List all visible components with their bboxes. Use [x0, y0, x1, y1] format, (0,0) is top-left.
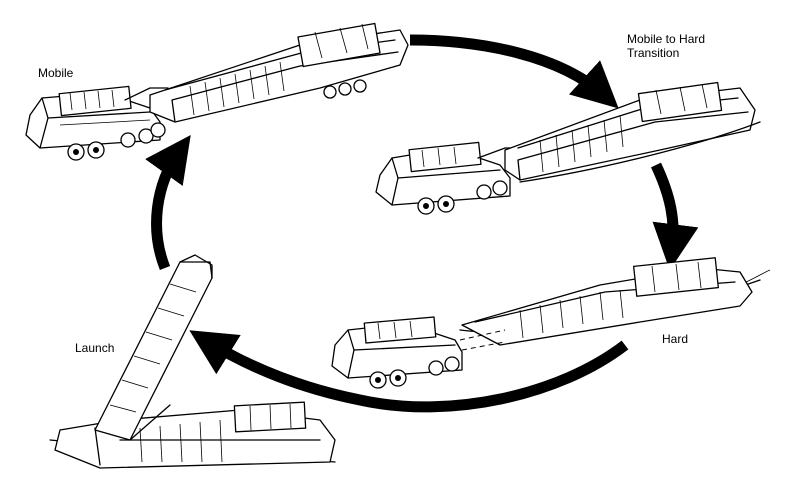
hard-configuration-illustration: [331, 257, 771, 389]
label-mobile-to-hard-transition: Mobile to Hard Transition: [627, 32, 706, 60]
arrow-mobile-to-transition: [409, 34, 619, 109]
cycle-arrows: [145, 34, 699, 413]
mobile-vehicle-illustration: [25, 22, 409, 161]
arrow-transition-to-hard: [651, 162, 699, 271]
label-mobile: Mobile: [38, 66, 74, 80]
arrow-launch-to-mobile: [145, 134, 191, 271]
label-hard: Hard: [662, 332, 689, 346]
label-launch: Launch: [75, 341, 115, 355]
transition-vehicle-illustration: [375, 81, 761, 215]
launch-configuration-illustration: [49, 254, 336, 469]
arrow-hard-to-launch: [189, 330, 629, 413]
